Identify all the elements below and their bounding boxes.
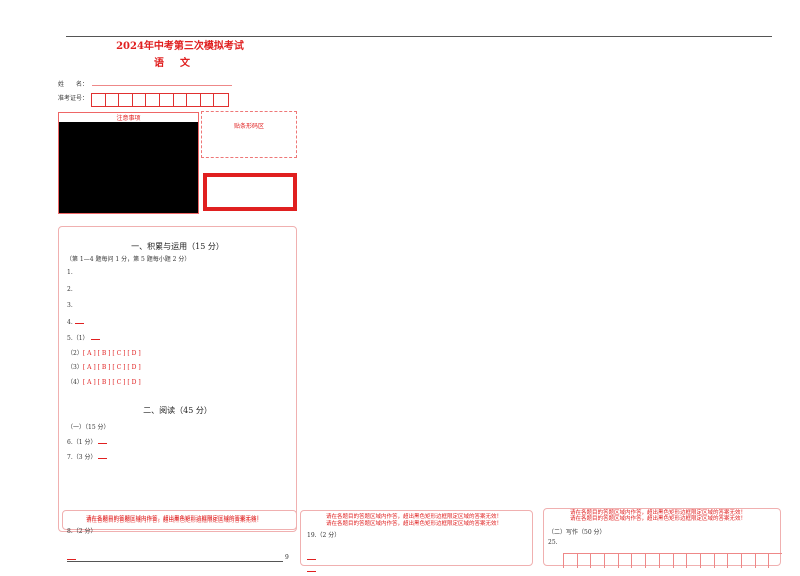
notice-content-redacted (59, 122, 198, 213)
question-1: 1. (67, 269, 73, 276)
warning-text: 请在各题目的答题区域内作答，超出黑色矩形边框限定区域的答案无效！ (86, 516, 263, 522)
choice-label: （3） (67, 364, 83, 371)
writing-cell[interactable] (576, 554, 591, 568)
id-label: 准考证号： (58, 95, 89, 102)
warning-text-repeat: 请在各题目的答题区域内作答，超出黑色矩形边框限定区域的答案无效！ (326, 521, 503, 527)
answer-line[interactable] (67, 561, 283, 562)
section2-heading: 二、阅读（45 分） (143, 406, 212, 415)
question-5-row: 5.（1） (67, 333, 100, 342)
warning-text-repeat: 请在各题目的答题区域内作答，超出黑色矩形边框限定区域的答案无效！ (570, 516, 747, 522)
top-rule (66, 36, 772, 37)
choice-row-3: （3）[ A ] [ B ] [ C ] [ D ] (67, 362, 141, 371)
id-digit-box[interactable] (106, 94, 120, 106)
subject-title: 语文 (154, 58, 206, 69)
choice-options[interactable]: [ A ] [ B ] [ C ] [ D ] (82, 364, 141, 371)
choice-label: （2） (67, 350, 83, 357)
question-7-row: 7.（3 分） (67, 452, 108, 461)
writing-grid[interactable] (563, 553, 782, 568)
answer-blank[interactable] (98, 453, 108, 459)
writing-cell[interactable] (672, 554, 687, 568)
writing-cell[interactable] (768, 554, 782, 568)
id-number-boxes[interactable] (91, 93, 229, 107)
id-digit-box[interactable] (92, 94, 106, 106)
writing-cell[interactable] (740, 554, 755, 568)
id-digit-box[interactable] (214, 94, 228, 106)
question-7: 7.（3 分） (67, 454, 97, 461)
question-4: 4. (67, 319, 73, 326)
answer-blank[interactable] (307, 557, 316, 576)
id-digit-box[interactable] (119, 94, 133, 106)
section1-heading: 一、积累与运用（15 分） (131, 242, 224, 251)
writing-cell[interactable] (754, 554, 769, 568)
id-digit-box[interactable] (174, 94, 188, 106)
section1-note: （第 1—4 题每问 1 分，第 5 题每小题 2 分） (66, 256, 191, 263)
notice-box (58, 112, 199, 214)
warning-text-overlap: 请在各题目的答题区域内作答，超出黑色矩形边框限定区域的答案无效！ (86, 518, 263, 524)
writing-cell[interactable] (617, 554, 632, 568)
warning-text: 请在各题目的答题区域内作答，超出黑色矩形边框限定区域的答案无效！ (570, 510, 747, 516)
writing-cell[interactable] (713, 554, 728, 568)
answer-blank[interactable] (98, 438, 108, 444)
question-6: 6.（1 分） (67, 439, 97, 446)
id-digit-box[interactable] (146, 94, 160, 106)
writing-cell[interactable] (590, 554, 604, 568)
writing-cell[interactable] (658, 554, 673, 568)
question-8: 8.（2 分） (67, 528, 97, 535)
writing-cell[interactable] (631, 554, 645, 568)
barcode-label: 贴条形码区 (233, 123, 264, 130)
question-5: 5.（1） (67, 335, 89, 342)
marker-box (203, 173, 297, 211)
question-3: 3. (67, 302, 73, 309)
notice-title: 注意事项 (116, 115, 141, 122)
choice-options[interactable]: [ A ] [ B ] [ C ] [ D ] (82, 350, 141, 357)
id-digit-box[interactable] (201, 94, 215, 106)
question-2: 2. (67, 286, 73, 293)
exam-title: 2024年中考第三次模拟考试 (116, 41, 244, 52)
choice-row-2: （2）[ A ] [ B ] [ C ] [ D ] (67, 348, 141, 357)
id-digit-box[interactable] (160, 94, 174, 106)
question-4-row: 4. (67, 318, 84, 326)
answer-blank[interactable] (74, 318, 84, 324)
question-6-row: 6.（1 分） (67, 437, 108, 446)
writing-cell[interactable] (645, 554, 659, 568)
section2-sub: （一）（15 分） (67, 424, 110, 431)
id-digit-box[interactable] (187, 94, 201, 106)
answer-blank[interactable] (307, 545, 316, 564)
writing-heading: （二）写作（50 分） (548, 529, 606, 536)
name-field[interactable] (92, 85, 232, 86)
writing-cell[interactable] (699, 554, 714, 568)
question-19: 19.（2 分） (307, 532, 341, 539)
answer-blank[interactable] (90, 334, 100, 340)
choice-label: （4） (67, 379, 83, 386)
writing-cell[interactable] (686, 554, 700, 568)
section1-panel (58, 226, 297, 532)
warning-text: 请在各题目的答题区域内作答，超出黑色矩形边框限定区域的答案无效！ (326, 514, 503, 520)
name-label: 姓 名： (58, 81, 89, 88)
writing-cell[interactable] (727, 554, 741, 568)
warning-strip (62, 510, 297, 530)
id-digit-box[interactable] (133, 94, 147, 106)
question-25: 25. (548, 539, 558, 546)
writing-cell[interactable] (563, 554, 577, 568)
answer-blank[interactable] (67, 545, 76, 564)
barcode-area (201, 111, 297, 158)
choice-options[interactable]: [ A ] [ B ] [ C ] [ D ] (82, 379, 141, 386)
choice-row-4: （4）[ A ] [ B ] [ C ] [ D ] (67, 377, 141, 386)
writing-cell[interactable] (604, 554, 618, 568)
question-9: 9 (285, 554, 289, 561)
